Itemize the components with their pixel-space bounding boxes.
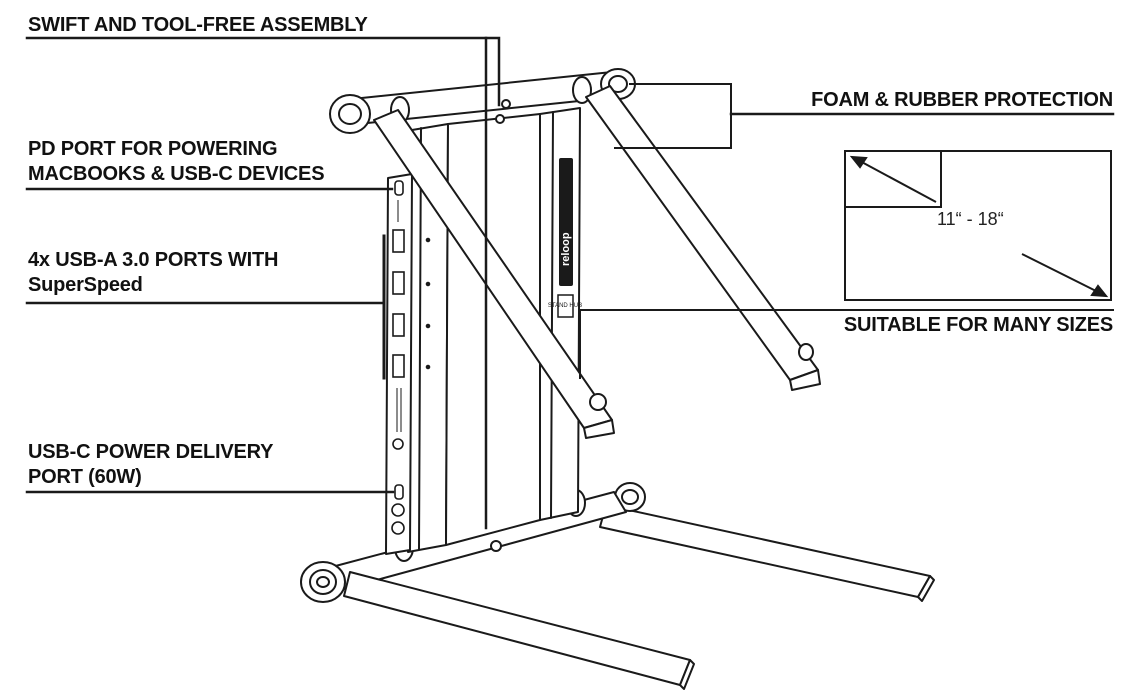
callout-usb-c-power-delivery: USB-C POWER DELIVERY PORT (60W) [28, 440, 273, 490]
usb-c-pd-port-top [394, 180, 404, 196]
size-range-label: 11“ - 18“ [937, 209, 1004, 229]
callout-assembly-text: SWIFT AND TOOL-FREE ASSEMBLY [28, 14, 368, 36]
leader-assembly [25, 36, 501, 107]
usb-a-port-1 [392, 229, 405, 253]
port-panel-details [391, 180, 431, 535]
model-badge: STAND HUB [548, 303, 582, 309]
callout-foam-rubber-protection: FOAM & RUBBER PROTECTION [811, 88, 1113, 113]
callout-pd-port: PD PORT FOR POWERING MACBOOKS & USB-C DE… [28, 137, 325, 187]
callout-tool-free-assembly: SWIFT AND TOOL-FREE ASSEMBLY [28, 13, 368, 38]
brand-logo-plate: reloop STAND HUB [548, 158, 582, 318]
callout-suitable-sizes: SUITABLE FOR MANY SIZES [844, 313, 1113, 338]
size-outer-frame [844, 150, 1112, 301]
brand-logo-text: reloop [560, 232, 572, 266]
front-floor-leg [300, 561, 695, 690]
usb-a-port-3 [392, 313, 405, 337]
callout-usbc-line1: USB-C POWER DELIVERY [28, 441, 274, 463]
size-inner-frame [844, 150, 942, 208]
size-arrow-large [1021, 253, 1101, 294]
rear-floor-leg [599, 482, 935, 602]
callout-usba-line2: SuperSpeed [28, 274, 143, 296]
callout-foam-text: FOAM & RUBBER PROTECTION [811, 89, 1113, 111]
callout-usbc-line2: PORT (60W) [28, 466, 142, 488]
callout-usb-a-ports: 4x USB-A 3.0 PORTS WITH SuperSpeed [28, 248, 278, 298]
callout-suitable-text: SUITABLE FOR MANY SIZES [843, 314, 1113, 336]
size-arrow-small [857, 159, 937, 203]
panel-screw-1 [391, 503, 405, 517]
right-support-arm [585, 85, 821, 391]
callout-pd-line2: MACBOOKS & USB-C DEVICES [28, 163, 325, 185]
size-diagram [844, 150, 1112, 301]
leader-lines [25, 36, 1115, 530]
callout-usba-line1: 4x USB-A 3.0 PORTS WITH [28, 249, 279, 271]
panel-screw-3 [392, 438, 404, 450]
usb-a-port-4 [392, 354, 405, 378]
usb-c-power-port [394, 484, 404, 500]
panel-screw-2 [391, 521, 405, 535]
left-support-arm [373, 109, 615, 439]
callout-pd-line1: PD PORT FOR POWERING [28, 138, 278, 160]
usb-a-port-2 [392, 271, 405, 295]
